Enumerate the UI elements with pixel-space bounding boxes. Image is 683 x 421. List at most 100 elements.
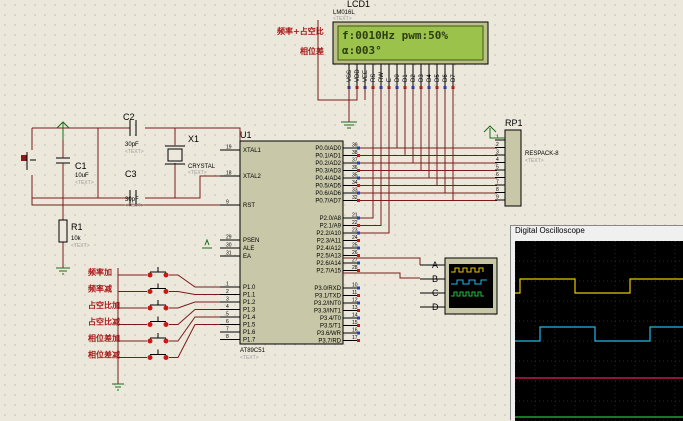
mcu-pin-number: 24 bbox=[352, 235, 358, 241]
mcu-pin-number: 4 bbox=[226, 304, 229, 310]
push-button-terminal bbox=[163, 322, 169, 327]
ea-supply-icon bbox=[202, 238, 212, 249]
push-button[interactable]: 占空比加 bbox=[88, 300, 220, 311]
mcu-pin-number: 6 bbox=[226, 319, 229, 325]
mcu-pin-name: RST bbox=[243, 203, 255, 209]
lcd-pin-label: D5 bbox=[435, 74, 441, 82]
mcu-pin-name: XTAL1 bbox=[243, 148, 262, 154]
mcu-pin-name: P2.5/A13 bbox=[316, 254, 341, 260]
lcd-pin-label: RS bbox=[371, 74, 377, 82]
lcd-module[interactable]: LCD1 LM016L <TEXT> f:0010Hz pwm:50% α:00… bbox=[332, 0, 489, 89]
lcd-pin-label: VSS bbox=[347, 70, 353, 82]
mcu-pin-number: 33 bbox=[352, 188, 358, 194]
mcu-at89c51[interactable]: U1 AT89C51 <TEXT> 19XTAL118XTAL29RST29PS… bbox=[220, 130, 360, 361]
scope-channel-label: C bbox=[432, 288, 439, 298]
mcu-pin-name: P2.1/A9 bbox=[320, 224, 342, 230]
mcu-pin-number: 11 bbox=[352, 290, 357, 296]
mcu-ref: U1 bbox=[240, 130, 252, 140]
mcu-pin-number: 14 bbox=[352, 313, 358, 319]
push-button[interactable]: 相位差加 bbox=[88, 316, 220, 344]
resistor-r1[interactable]: R1 10k <TEXT> bbox=[71, 222, 90, 249]
lcd-pin-marker bbox=[395, 86, 399, 89]
lcd-model: LM016L bbox=[333, 10, 355, 16]
mcu-pin-marker bbox=[357, 146, 360, 150]
mcu-pin-number: 25 bbox=[352, 243, 358, 249]
oscilloscope-window[interactable]: Digital Oscilloscope bbox=[510, 225, 683, 421]
rp-pin-number: 8 bbox=[496, 187, 499, 193]
push-button-label: 占空比减 bbox=[88, 317, 120, 327]
c1-value: 10uF bbox=[75, 173, 89, 179]
mcu-pin-number: 22 bbox=[352, 220, 358, 226]
c3-ghost: <TEXT> bbox=[125, 203, 144, 209]
reset-button[interactable] bbox=[21, 155, 27, 161]
capacitor-c3[interactable]: C3 30pF <TEXT> bbox=[125, 169, 144, 209]
push-button[interactable]: 频率减 bbox=[88, 283, 220, 295]
mcu-pin-number: 34 bbox=[352, 180, 358, 186]
push-button-terminal bbox=[147, 338, 153, 344]
mcu-pin-number: 7 bbox=[226, 327, 229, 333]
mcu-pin-marker bbox=[357, 231, 360, 235]
push-button[interactable]: 占空比减 bbox=[88, 309, 220, 328]
push-button-terminal bbox=[147, 289, 153, 294]
push-button-terminal bbox=[163, 305, 169, 311]
push-button-wire bbox=[118, 291, 220, 295]
mcu-pin-number: 36 bbox=[352, 165, 358, 171]
mcu-ghost: <TEXT> bbox=[240, 355, 259, 361]
mcu-pin-name: P3.6/WR bbox=[317, 331, 342, 337]
mcu-pin-number: 30 bbox=[226, 243, 232, 249]
scope-wire-a bbox=[343, 257, 421, 265]
mcu-pin-marker bbox=[357, 239, 360, 242]
mcu-pin-number: 17 bbox=[352, 335, 358, 341]
lcd-pin-label: D6 bbox=[443, 74, 449, 82]
capacitor-c2[interactable]: C2 30pF <TEXT> bbox=[123, 112, 144, 155]
c3-value: 30pF bbox=[125, 197, 139, 203]
mcu-pin-name: P3.2/INT0 bbox=[314, 301, 342, 307]
trace-channel-b bbox=[515, 326, 683, 342]
reset-circuit bbox=[21, 121, 70, 275]
mcu-pin-marker bbox=[357, 331, 360, 335]
mcu-pin-name: P1.1 bbox=[243, 293, 256, 299]
mcu-pin-name: P0.2/AD2 bbox=[315, 161, 341, 167]
push-button-contact bbox=[150, 267, 166, 273]
capacitor-c1[interactable]: C1 10uF <TEXT> bbox=[75, 161, 94, 186]
c1-ref: C1 bbox=[75, 161, 87, 171]
mcu-pin-name: P0.0/AD0 bbox=[315, 146, 341, 152]
mcu-pin-marker bbox=[357, 176, 360, 180]
push-button-terminal bbox=[147, 355, 153, 360]
push-button-contact bbox=[150, 349, 166, 355]
push-button[interactable]: 频率加 bbox=[88, 267, 220, 288]
push-button-terminal bbox=[163, 355, 169, 360]
mcu-pin-name: P1.4 bbox=[243, 315, 256, 321]
rp-pin-number: 6 bbox=[496, 172, 499, 178]
push-button-contact bbox=[150, 283, 166, 289]
mcu-pin-marker bbox=[357, 286, 360, 290]
push-button-label: 相位差减 bbox=[88, 350, 120, 360]
mcu-right-pins: 39P0.0/AD038P0.1/AD137P0.2/AD236P0.3/AD3… bbox=[314, 143, 360, 345]
push-button-wire bbox=[118, 309, 220, 325]
trace-channel-a bbox=[515, 278, 683, 294]
mcu-pin-number: 1 bbox=[226, 282, 229, 288]
mcu-pin-marker bbox=[357, 301, 360, 305]
mcu-pin-number: 28 bbox=[352, 265, 358, 271]
push-button-wire bbox=[118, 316, 220, 342]
crystal-x1[interactable]: X1 CRYSTAL <TEXT> bbox=[165, 134, 216, 176]
mcu-pin-name: P1.2 bbox=[243, 300, 256, 306]
mcu-pin-name: P0.7/AD7 bbox=[315, 199, 341, 205]
mcu-pin-number: 27 bbox=[352, 258, 358, 264]
mcu-pin-name: XTAL2 bbox=[243, 174, 262, 180]
rp1-ref: RP1 bbox=[505, 118, 523, 128]
push-button[interactable]: 相位差减 bbox=[88, 324, 220, 361]
lcd-pin-marker bbox=[403, 86, 407, 89]
lcd-pin-marker bbox=[411, 86, 415, 89]
mcu-pin-number: 26 bbox=[352, 250, 358, 256]
mcu-pin-number: 38 bbox=[352, 150, 358, 156]
push-button-wire bbox=[118, 324, 220, 358]
mcu-pin-name: P3.1/TXD bbox=[315, 294, 342, 300]
push-button-terminal bbox=[163, 289, 169, 294]
push-button-terminal bbox=[163, 338, 169, 344]
mcu-pin-marker bbox=[357, 339, 360, 342]
mcu-pin-marker bbox=[357, 246, 360, 250]
